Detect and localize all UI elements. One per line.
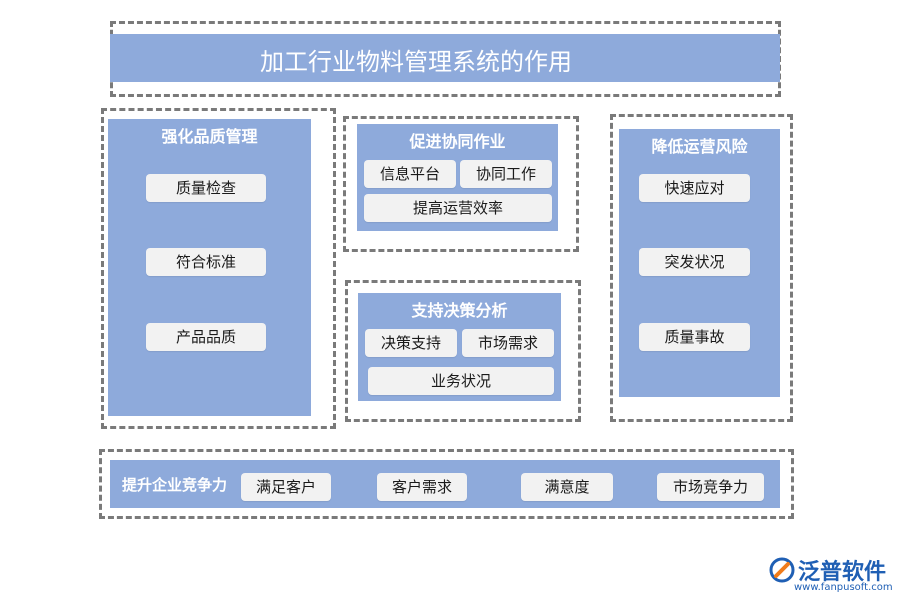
- risk-panel: 降低运营风险 快速应对 突发状况 质量事故: [619, 129, 780, 397]
- competitiveness-item: 满意度: [521, 473, 613, 501]
- quality-item: 符合标准: [146, 248, 266, 276]
- competitiveness-title: 提升企业竞争力: [122, 476, 228, 494]
- logo-brand: 泛普软件: [798, 560, 887, 585]
- collab-frame: [343, 116, 579, 252]
- decision-title: 支持决策分析: [411, 301, 508, 320]
- risk-title: 降低运营风险: [651, 137, 748, 156]
- competitiveness-frame: [99, 449, 794, 519]
- competitiveness-item: 客户需求: [377, 473, 467, 501]
- logo-url: www.fanpusoft.com: [794, 582, 893, 593]
- competitiveness-item: 满足客户: [241, 473, 331, 501]
- quality-frame: [101, 108, 336, 429]
- competitiveness-item: 市场竞争力: [657, 473, 764, 501]
- collab-panel: 促进协同作业 信息平台 协同工作 提高运营效率: [357, 124, 558, 231]
- risk-item: 突发状况: [639, 248, 750, 276]
- header-bar: 加工行业物料管理系统的作用: [110, 34, 780, 82]
- collab-title: 促进协同作业: [409, 132, 506, 151]
- decision-item: 业务状况: [368, 367, 554, 395]
- quality-item: 产品品质: [146, 323, 266, 351]
- quality-item: 质量检查: [146, 174, 266, 202]
- decision-item: 决策支持: [365, 329, 457, 357]
- risk-item: 质量事故: [639, 323, 750, 351]
- collab-item: 提高运营效率: [364, 194, 552, 222]
- fanpu-logo: 泛普软件 www.fanpusoft.com: [768, 552, 898, 596]
- collab-item: 信息平台: [364, 160, 456, 188]
- decision-item: 市场需求: [462, 329, 554, 357]
- competitiveness-panel: 提升企业竞争力 满足客户 客户需求 满意度 市场竞争力: [110, 460, 780, 508]
- decision-frame: [345, 280, 581, 422]
- risk-frame: [610, 114, 793, 422]
- quality-title: 强化品质管理: [161, 127, 258, 146]
- collab-item: 协同工作: [460, 160, 552, 188]
- risk-item: 快速应对: [639, 174, 750, 202]
- quality-panel: 强化品质管理 质量检查 符合标准 产品品质: [108, 119, 311, 416]
- page-title: 加工行业物料管理系统的作用: [260, 48, 572, 76]
- fanpu-logo-icon: [769, 557, 795, 583]
- decision-panel: 支持决策分析 决策支持 市场需求 业务状况: [358, 293, 561, 401]
